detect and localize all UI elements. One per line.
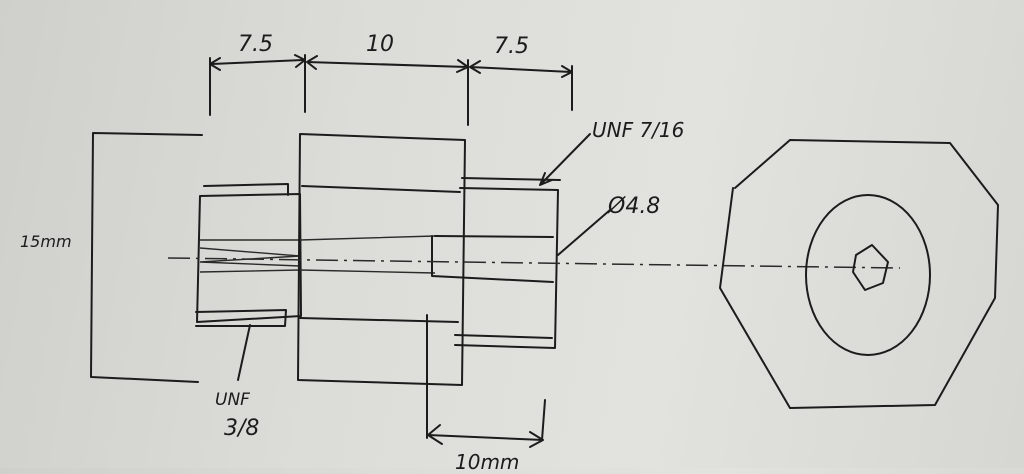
label-unf-3-8-line2: 3/8 [224,416,260,441]
centerline [167,257,901,269]
label-unf-3-8-line1: UNF [215,390,250,410]
dim-right-length: 7.5 [494,34,529,59]
leader-unf-7-16 [539,133,591,186]
end-view-hexagon [719,139,999,409]
label-bore-diameter: Ø4.8 [608,194,661,219]
middle-body [297,133,554,386]
leader-unf-3-8 [237,324,251,381]
leader-bore [557,209,611,256]
label-diameter-15mm: 15mm [20,232,72,251]
left-threaded-section [195,183,302,327]
right-threaded-section [454,177,561,349]
bottom-dimension [426,314,546,448]
label-unf-7-16: UNF 7/16 [592,118,685,142]
dim-bottom-length: 10mm [455,450,520,474]
top-dimension-lines [209,54,573,126]
left-flange [90,132,203,383]
dim-middle-length: 10 [366,32,394,57]
dim-left-length: 7.5 [238,32,273,57]
